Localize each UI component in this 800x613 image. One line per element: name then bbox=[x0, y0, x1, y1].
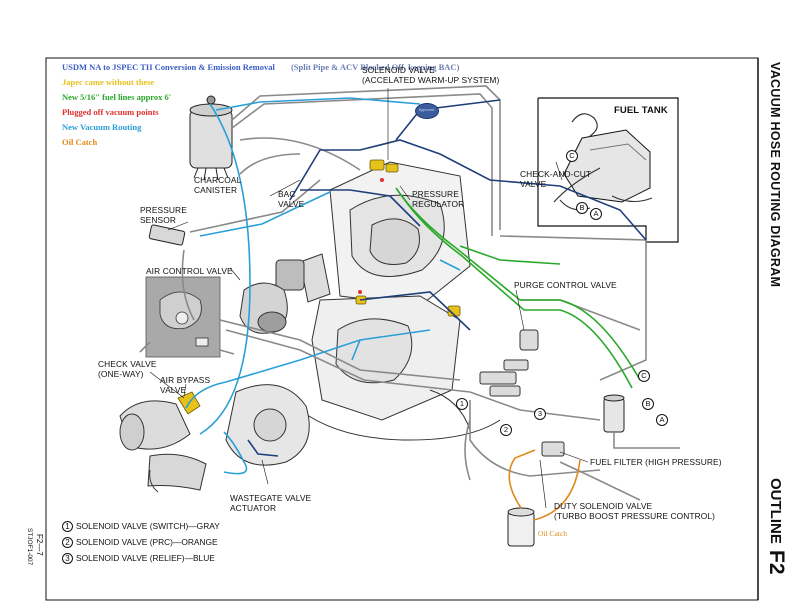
bac-intake-cluster bbox=[239, 259, 305, 334]
plugged-points bbox=[358, 178, 384, 294]
new-fuel-lines bbox=[395, 187, 641, 389]
callout-a-main: A bbox=[656, 414, 668, 426]
margin-notes: STJOF1-007 F2—7 bbox=[20, 528, 46, 588]
key-number: 1 bbox=[62, 520, 73, 532]
side-outline: OUTLINE F2 bbox=[762, 478, 792, 608]
legend-item-text: Plugged off vacuum points bbox=[62, 107, 159, 117]
label-fuel-filter: FUEL FILTER (HIGH PRESSURE) bbox=[590, 457, 722, 467]
callout-b-tank: B bbox=[576, 202, 588, 214]
legend-title-row: USDM NA to JSPEC TII Conversion & Emissi… bbox=[62, 60, 459, 75]
turbo-assembly bbox=[119, 384, 310, 493]
label-solenoid-warmup: SOLENOID VALVE(ACCELATED WARM-UP SYSTEM) bbox=[362, 65, 500, 85]
callout-c-tank: C bbox=[566, 150, 578, 162]
oil-catch-can bbox=[507, 507, 535, 547]
callout-b-main: B bbox=[642, 398, 654, 410]
key-text: SOLENOID VALVE (SWITCH)—GRAY bbox=[76, 521, 220, 531]
legend-item-fuel-lines: New 5/16" fuel lines approx 6' bbox=[62, 90, 459, 105]
outline-text: OUTLINE bbox=[767, 478, 784, 544]
legend-item-text: New Vacuum Routing bbox=[62, 122, 142, 132]
legend-item-text: Oil Catch bbox=[62, 137, 98, 147]
callout-a-tank: A bbox=[590, 208, 602, 220]
callout-3: 3 bbox=[534, 408, 546, 420]
label-duty-solenoid: DUTY SOLENOID VALVE(TURBO BOOST PRESSURE… bbox=[554, 501, 716, 521]
new-vacuum-routing bbox=[185, 97, 461, 475]
key-text: SOLENOID VALVE (RELIEF)—BLUE bbox=[76, 553, 215, 563]
legend-item-vacuum: New Vacuum Routing bbox=[62, 120, 459, 135]
margin-code: STJOF1-007 bbox=[26, 528, 33, 566]
oil-catch-label: Oil Catch bbox=[538, 529, 567, 538]
fuel-tank-inset bbox=[537, 97, 679, 243]
legend-item-text: New 5/16" fuel lines approx 6' bbox=[62, 92, 172, 102]
label-fuel-tank: FUEL TANK bbox=[614, 105, 668, 116]
fuel-filter-shape bbox=[603, 394, 625, 433]
side-title-text: VACUUM HOSE ROUTING DIAGRAM bbox=[768, 62, 782, 288]
pressure-sensor-shape bbox=[148, 224, 186, 246]
oil-catch-routing bbox=[508, 449, 581, 521]
leader-lines bbox=[149, 88, 589, 509]
legend-item-japec: Japec came without these bbox=[62, 75, 459, 90]
solenoid-cluster bbox=[479, 329, 565, 457]
legend-item-plugged: Plugged off vacuum points bbox=[62, 105, 459, 120]
approved-stamp: Approved bbox=[415, 103, 439, 119]
key-number: 3 bbox=[62, 552, 73, 564]
label-air-control-valve: AIR CONTROL VALVE bbox=[146, 266, 233, 276]
callout-1: 1 bbox=[456, 398, 468, 410]
outline-code: F2 bbox=[765, 550, 788, 575]
callout-2: 2 bbox=[500, 424, 512, 436]
engine-block bbox=[299, 161, 501, 441]
legend: USDM NA to JSPEC TII Conversion & Emissi… bbox=[62, 60, 459, 150]
key-number: 2 bbox=[62, 536, 73, 548]
stamp-text: Approved bbox=[419, 108, 434, 112]
label-purge-control-valve: PURGE CONTROL VALVE bbox=[514, 280, 617, 290]
key-text: SOLENOID VALVE (PRC)—ORANGE bbox=[76, 537, 218, 547]
legend-title: USDM NA to JSPEC TII Conversion & Emissi… bbox=[62, 62, 275, 72]
margin-page: F2—7 bbox=[35, 534, 44, 556]
side-title: VACUUM HOSE ROUTING DIAGRAM bbox=[764, 62, 788, 312]
callout-c-main: C bbox=[638, 370, 650, 382]
legend-item-oil-catch: Oil Catch bbox=[62, 135, 459, 150]
air-control-valve-box bbox=[145, 276, 221, 358]
legend-subtitle: (Split Pipe & ACV Blocked Off, keeping B… bbox=[290, 62, 460, 72]
legend-item-text: Japec came without these bbox=[62, 77, 155, 87]
label-check-valve: CHECK VALVE(ONE-WAY) bbox=[98, 359, 157, 379]
